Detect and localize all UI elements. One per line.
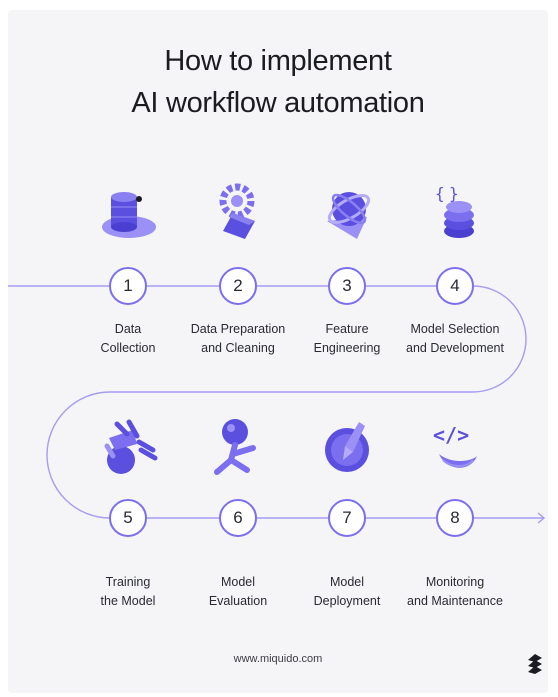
database-icon (102, 192, 156, 238)
svg-text:{: { (435, 184, 445, 203)
step-1-label: Data Collection (68, 320, 188, 358)
step-8-label: Monitoring and Maintenance (395, 573, 515, 611)
step-2-label: Data Preparation and Cleaning (178, 320, 298, 358)
step-7-number: 7 (328, 499, 366, 537)
step-7-label-line-2: Deployment (313, 594, 381, 608)
step-5-label-line-2: the Model (100, 594, 156, 608)
evaluation-icon (214, 419, 256, 475)
step-2-label-line-2: and Cleaning (201, 341, 275, 355)
path-arrow-icon (537, 512, 546, 524)
step-2-number: 2 (219, 267, 257, 305)
title-line-1: How to implement (164, 45, 392, 77)
step-6-number: 6 (219, 499, 257, 537)
step-6-label: Model Evaluation (178, 573, 298, 611)
step-3-label-line-1: Feature (325, 322, 369, 336)
step-4-label-line-1: Model Selection (410, 322, 500, 336)
step-2-label-line-1: Data Preparation (190, 322, 286, 336)
title-line-2: AI workflow automation (131, 87, 425, 119)
step-3-label: Feature Engineering (287, 320, 407, 358)
step-5-number: 5 (109, 499, 147, 537)
step-3-label-line-2: Engineering (313, 341, 381, 355)
step-1-label-line-2: Collection (100, 341, 156, 355)
step-1-number: 1 (109, 267, 147, 305)
step-4-label-line-2: and Development (406, 341, 504, 355)
step-6-label-line-2: Evaluation (208, 594, 268, 608)
step-8-label-line-2: and Maintenance (407, 594, 503, 608)
step-5-label-line-1: Training (105, 575, 151, 589)
step-3-number: 3 (328, 267, 366, 305)
gear-icon (219, 183, 255, 239)
step-8-number: 8 (436, 499, 474, 537)
step-4-number: 4 (436, 267, 474, 305)
svg-text:</>: </> (433, 423, 469, 447)
step-1-label-line-1: Data (114, 322, 142, 336)
rocket-icon (325, 422, 369, 472)
step-8-label-line-1: Monitoring (425, 575, 485, 589)
code-stack-icon: { } (435, 184, 474, 238)
miquido-logo-icon (528, 654, 542, 674)
step-4-label: Model Selection and Development (395, 320, 515, 358)
footer-website: www.miquido.com (233, 653, 323, 665)
step-7-label-line-1: Model (329, 575, 365, 589)
step-6-label-line-1: Model (220, 575, 256, 589)
code-tag-icon: </> (433, 423, 477, 468)
infographic-card: How to implement AI workflow automation … (8, 10, 548, 693)
step-7-label: Model Deployment (287, 573, 407, 611)
workflow-path (8, 285, 546, 524)
step-5-label: Training the Model (68, 573, 188, 611)
orbit-icon (327, 192, 371, 239)
svg-text:}: } (449, 184, 459, 203)
training-icon (104, 419, 158, 474)
